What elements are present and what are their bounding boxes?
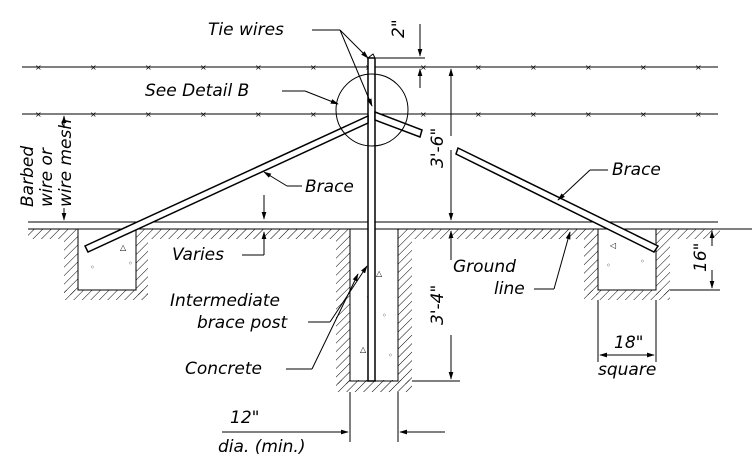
intermediate-brace-post: [366, 53, 376, 382]
barb-mark: ×: [200, 110, 207, 119]
dim-footing-depth: 16": [670, 230, 720, 291]
intermediate-post-callout: Intermediate brace post: [170, 265, 368, 333]
tie-wires-label: Tie wires: [208, 20, 284, 40]
barb-mark: ×: [90, 63, 97, 72]
barb-mark: ×: [200, 63, 207, 72]
left-brace-label: Brace: [305, 177, 354, 197]
svg-text:△: △: [376, 269, 383, 278]
barbed-label-1: Barbed: [18, 146, 38, 207]
dim-post-diameter-label-2: dia. (min.): [218, 437, 305, 457]
ground-hatching: [28, 229, 720, 239]
right-brace-callout: Brace: [557, 160, 661, 201]
barb-mark: ×: [145, 110, 152, 119]
concrete-callout: Concrete: [185, 273, 359, 379]
barbed-label-2: wire or: [37, 147, 57, 207]
right-footing: ◁ ◦ ◦: [584, 229, 670, 300]
detail-b-circle: [335, 73, 409, 147]
left-brace: [83, 114, 369, 253]
svg-text:△: △: [120, 243, 127, 252]
svg-text:◦: ◦: [128, 259, 133, 268]
svg-text:◦: ◦: [640, 257, 645, 266]
dim-footing-width: 18" square: [597, 300, 657, 380]
ground-label-2: line: [494, 279, 525, 299]
left-brace-callout: Brace: [263, 171, 354, 197]
barb-mark: ×: [530, 110, 537, 119]
dim-lower-depth-label: 3'-4": [428, 285, 448, 325]
barb-mark: ×: [90, 110, 97, 119]
ground-label-1: Ground: [453, 257, 516, 277]
svg-text:△: △: [360, 345, 367, 354]
svg-text:◦: ◦: [606, 261, 611, 270]
barb-mark: ×: [640, 63, 647, 72]
svg-text:◦: ◦: [382, 311, 387, 320]
dim-post-diameter-label-1: 12": [230, 408, 259, 428]
varies-label: Varies: [172, 245, 224, 265]
barb-mark: ×: [695, 110, 702, 119]
barb-mark: ×: [310, 110, 317, 119]
left-footing: △ ◦ ◦: [64, 229, 148, 300]
barb-mark: ×: [640, 110, 647, 119]
intermediate-label-2: brace post: [197, 313, 288, 333]
svg-text:◦: ◦: [90, 263, 95, 272]
concrete-label: Concrete: [185, 359, 262, 379]
intermediate-label-1: Intermediate: [170, 291, 280, 311]
dim-top-offset: 2": [376, 19, 425, 88]
dim-upper-height-label: 3'-6": [428, 128, 448, 168]
see-detail-callout: See Detail B: [145, 81, 339, 105]
dim-footing-width-label-2: square: [598, 360, 656, 380]
barb-mark: ×: [695, 63, 702, 72]
dim-lower-depth: 3'-4": [412, 230, 460, 382]
barbed-label-3: wire mesh: [56, 119, 76, 207]
barb-mark: ×: [475, 110, 482, 119]
barb-mark: ×: [310, 63, 317, 72]
barb-mark: ×: [585, 63, 592, 72]
barb-mark: ×: [35, 110, 42, 119]
barb-mark: ×: [475, 63, 482, 72]
varies-callout: Varies: [172, 195, 267, 265]
barb-mark: ×: [530, 63, 537, 72]
svg-text:◁: ◁: [609, 241, 616, 250]
dim-footing-depth-label: 16": [691, 243, 711, 272]
see-detail-label: See Detail B: [145, 81, 249, 101]
barbed-wire-callout: Barbed wire or wire mesh: [18, 115, 76, 221]
dim-footing-width-label-1: 18": [614, 333, 643, 353]
barb-mark: ×: [420, 63, 427, 72]
barb-mark: ×: [420, 110, 427, 119]
barb-mark: ×: [35, 63, 42, 72]
post-footing: △ ◦ ◦ △ ◦: [336, 229, 412, 392]
dim-top-offset-label: 2": [389, 19, 409, 38]
dim-post-diameter: 12" dia. (min.): [218, 392, 445, 457]
dim-upper-height: 3'-6": [428, 66, 462, 221]
barb-mark: ×: [585, 110, 592, 119]
ground-line-callout: Ground line: [453, 231, 571, 299]
wire-barbs: ×××××××××××××××××××××××××: [35, 63, 702, 119]
barb-mark: ×: [145, 63, 152, 72]
right-brace: [374, 110, 660, 253]
barb-mark: ×: [255, 110, 262, 119]
barb-mark: ×: [255, 63, 262, 72]
right-brace-label: Brace: [612, 160, 661, 180]
svg-text:◦: ◦: [388, 351, 393, 360]
tie-wires-callout: Tie wires: [208, 20, 373, 107]
